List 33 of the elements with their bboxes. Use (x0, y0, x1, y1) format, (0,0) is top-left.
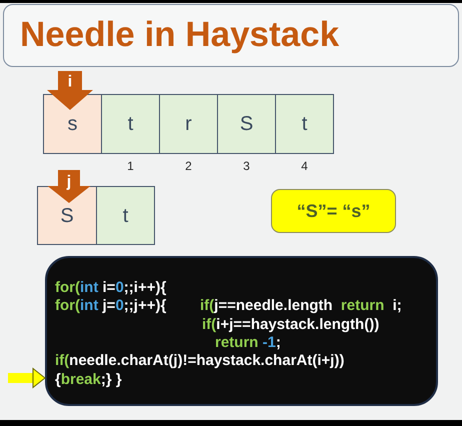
index-label: 2 (185, 159, 192, 173)
code-line: {break;} } (55, 371, 122, 389)
cell-letter: t (128, 112, 134, 136)
array-cell (96, 186, 155, 245)
code-line: for(int i=0;;i++){ (55, 279, 166, 297)
index-label: 3 (243, 159, 250, 173)
pointer-arrow (48, 170, 90, 203)
cell-letter: t (122, 204, 128, 228)
cell-letter: s (68, 112, 78, 136)
array-cell (101, 94, 160, 154)
cell-letter: S (60, 204, 74, 228)
comparison-text: “S”= “s” (296, 200, 370, 222)
array-cell (43, 94, 102, 154)
array-cell (217, 94, 276, 154)
code-panel (45, 256, 438, 406)
code-line: if(needle.charAt(j)!=haystack.charAt(i+j)) (55, 352, 344, 370)
code-line: if(i+j==haystack.length()) (202, 316, 380, 334)
cell-letter: r (185, 112, 192, 136)
code-line: if(j==needle.length return i; (200, 297, 402, 315)
pointer-arrow (47, 71, 93, 110)
index-label: 1 (127, 159, 134, 173)
edge-label: i (68, 73, 72, 90)
pointer-arrow (8, 368, 46, 388)
cell-letter: t (302, 112, 308, 136)
edge-label: j (66, 174, 72, 190)
title-text: Needle in Haystack (20, 15, 340, 55)
index-label: 4 (301, 159, 308, 173)
cell-letter: S (240, 112, 254, 136)
array-cell (159, 94, 218, 154)
highlight-box (271, 189, 396, 233)
array-cell (275, 94, 334, 154)
code-line: return -1; (215, 334, 281, 352)
code-line: for(int j=0;;j++){ (55, 297, 166, 315)
